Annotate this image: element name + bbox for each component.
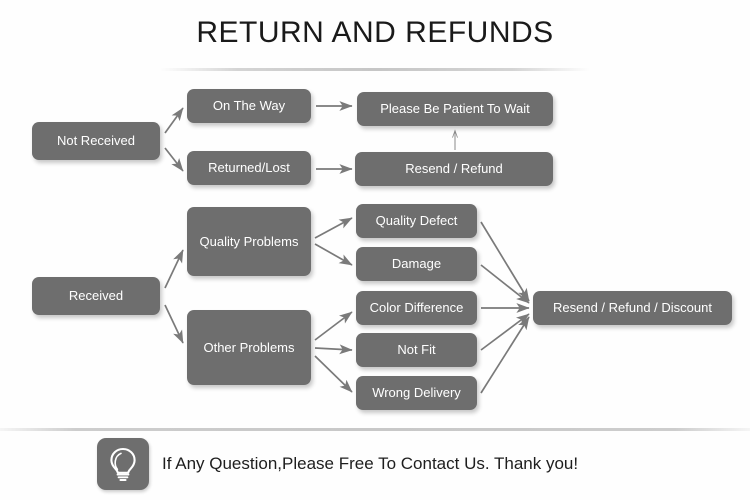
node-other-problems[interactable]: Other Problems bbox=[187, 310, 311, 385]
node-returned-lost[interactable]: Returned/Lost bbox=[187, 151, 311, 185]
node-received[interactable]: Received bbox=[32, 277, 160, 315]
node-color-difference[interactable]: Color Difference bbox=[356, 291, 477, 325]
arrow-quality-problems-to-quality-defect bbox=[314, 217, 353, 239]
page-title: RETURN AND REFUNDS bbox=[196, 16, 554, 49]
arrow-quality-defect-to-final bbox=[480, 221, 530, 302]
arrow-wrong-delivery-to-final bbox=[480, 316, 530, 394]
node-quality-defect[interactable]: Quality Defect bbox=[356, 204, 477, 238]
node-damage[interactable]: Damage bbox=[356, 247, 477, 281]
arrow-other-problems-to-color-difference bbox=[314, 311, 353, 341]
node-wrong-delivery[interactable]: Wrong Delivery bbox=[356, 376, 477, 410]
arrow-other-problems-to-not-fit bbox=[314, 344, 353, 355]
arrow-other-problems-to-wrong-delivery bbox=[314, 355, 353, 393]
arrow-damage-to-final bbox=[480, 264, 530, 304]
arrow-received-to-quality-problems bbox=[164, 249, 184, 289]
node-not-fit[interactable]: Not Fit bbox=[356, 333, 477, 367]
node-resend-refund[interactable]: Resend / Refund bbox=[355, 152, 553, 186]
arrow-not-received-to-on-the-way bbox=[164, 107, 184, 134]
footer-divider bbox=[0, 428, 750, 431]
node-not-received[interactable]: Not Received bbox=[32, 122, 160, 160]
title-divider bbox=[160, 68, 590, 71]
footer-text: If Any Question,Please Free To Contact U… bbox=[162, 454, 579, 473]
node-on-the-way[interactable]: On The Way bbox=[187, 89, 311, 123]
footer: If Any Question,Please Free To Contact U… bbox=[97, 438, 578, 490]
arrow-not-fit-to-final bbox=[480, 313, 530, 351]
arrow-quality-problems-to-damage bbox=[314, 243, 353, 266]
arrow-not-received-to-returned-lost bbox=[164, 147, 184, 172]
lightbulb-icon bbox=[97, 438, 149, 490]
node-quality-problems[interactable]: Quality Problems bbox=[187, 207, 311, 276]
node-resend-refund-discount[interactable]: Resend / Refund / Discount bbox=[533, 291, 732, 325]
arrow-received-to-other-problems bbox=[164, 304, 184, 344]
node-please-be-patient-to-wait[interactable]: Please Be Patient To Wait bbox=[357, 92, 553, 126]
